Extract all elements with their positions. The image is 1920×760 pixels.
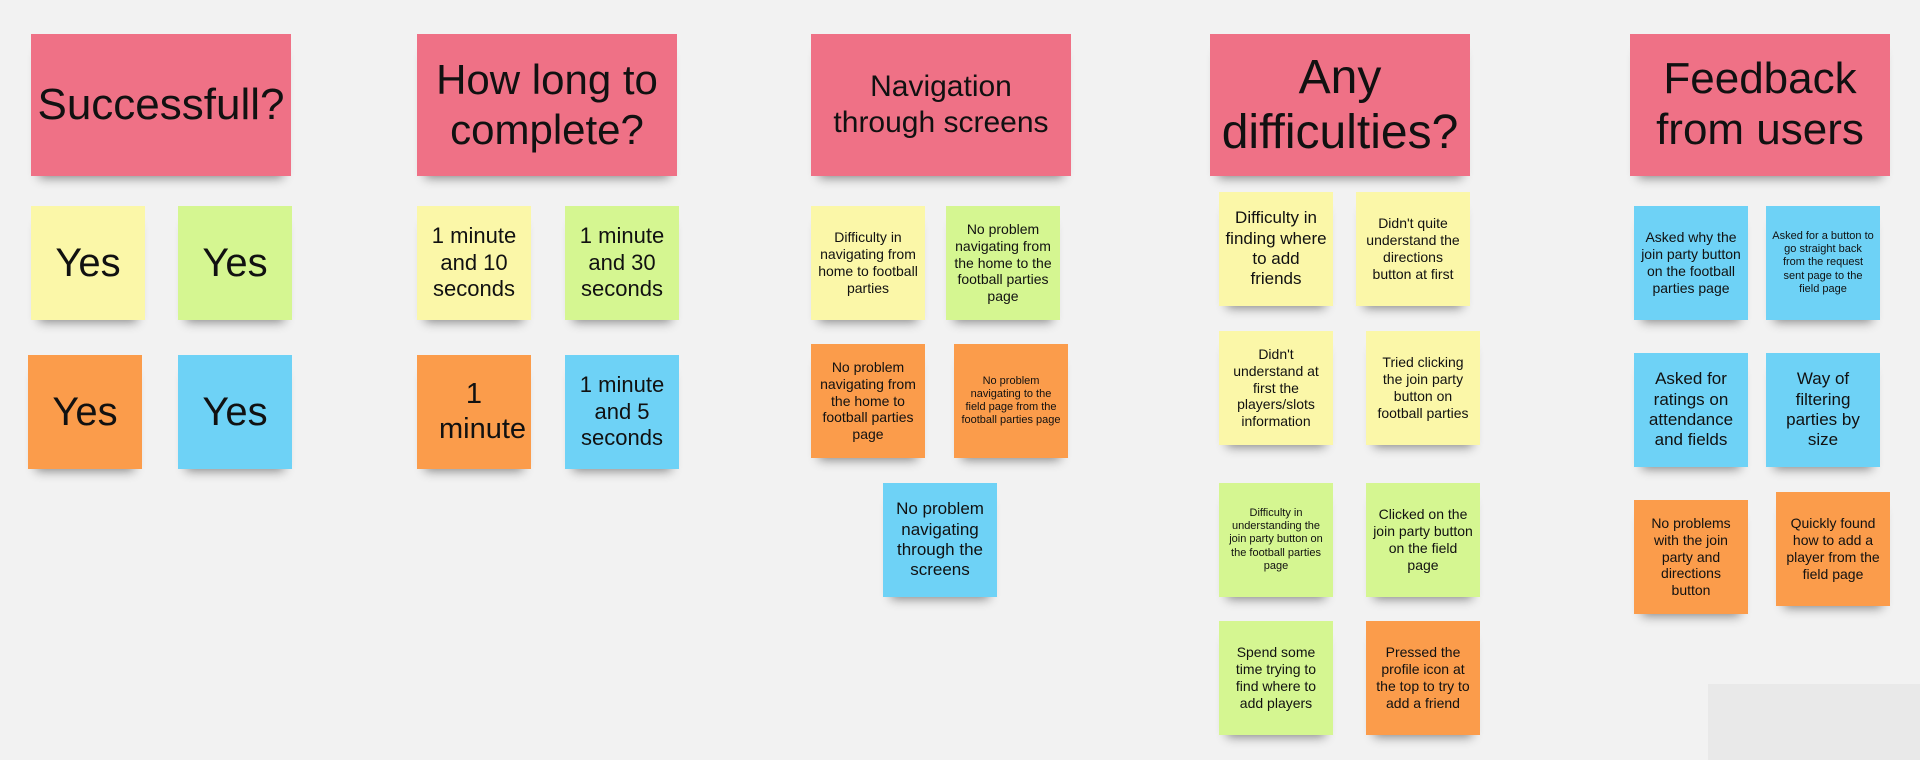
- header-feedback-text: Feedback from users: [1656, 54, 1864, 154]
- sticky-note-text: Asked for a button to go straight back f…: [1772, 230, 1874, 295]
- sticky-note[interactable]: Tried clicking the join party button on …: [1366, 331, 1480, 445]
- sticky-note-text: Asked for ratings on attendance and fiel…: [1648, 369, 1734, 450]
- sticky-note[interactable]: Yes: [178, 355, 292, 469]
- sticky-note-text: Didn't understand at first the players/s…: [1233, 346, 1319, 430]
- sticky-note-text: Spend some time trying to find where to …: [1235, 644, 1317, 711]
- sticky-note[interactable]: 1 minute: [417, 355, 531, 469]
- sticky-note-text: Yes: [202, 390, 268, 434]
- sticky-note[interactable]: No problem navigating from the home to f…: [811, 344, 925, 458]
- header-how-long[interactable]: How long to complete?: [417, 34, 677, 176]
- header-navigation-text: Navigation through screens: [833, 70, 1049, 139]
- sticky-note[interactable]: Quickly found how to add a player from t…: [1776, 492, 1890, 606]
- header-difficulties[interactable]: Any difficulties?: [1210, 34, 1470, 176]
- sticky-note[interactable]: Difficulty in understanding the join par…: [1219, 483, 1333, 597]
- sticky-note[interactable]: Asked for ratings on attendance and fiel…: [1634, 353, 1748, 467]
- sticky-note[interactable]: Asked why the join party button on the f…: [1634, 206, 1748, 320]
- sticky-note[interactable]: Spend some time trying to find where to …: [1219, 621, 1333, 735]
- sticky-note[interactable]: No problem navigating from the home to t…: [946, 206, 1060, 320]
- sticky-note[interactable]: Clicked on the join party button on the …: [1366, 483, 1480, 597]
- sticky-note-text: 1 minute: [439, 378, 527, 445]
- sticky-note[interactable]: 1 minute and 30 seconds: [565, 206, 679, 320]
- corner-panel: [1708, 684, 1920, 760]
- sticky-note-text: 1 minute and 5 seconds: [579, 372, 665, 451]
- sticky-note[interactable]: Pressed the profile icon at the top to t…: [1366, 621, 1480, 735]
- sticky-note-text: No problem navigating from the home to f…: [820, 359, 916, 443]
- sticky-note-text: Yes: [202, 241, 268, 285]
- sticky-note[interactable]: No problems with the join party and dire…: [1634, 500, 1748, 614]
- sticky-note[interactable]: Yes: [28, 355, 142, 469]
- header-successful-text: Successfull?: [37, 79, 285, 129]
- header-feedback[interactable]: Feedback from users: [1630, 34, 1890, 176]
- header-navigation[interactable]: Navigation through screens: [811, 34, 1071, 176]
- sticky-note-text: No problems with the join party and dire…: [1651, 515, 1731, 599]
- sticky-note-text: No problem navigating from the home to t…: [954, 221, 1052, 305]
- sticky-note-text: Quickly found how to add a player from t…: [1786, 515, 1880, 582]
- header-how-long-text: How long to complete?: [436, 55, 658, 153]
- sticky-note[interactable]: Difficulty in navigating from home to fo…: [811, 206, 925, 320]
- header-difficulties-text: Any difficulties?: [1221, 50, 1459, 159]
- sticky-note[interactable]: Yes: [178, 206, 292, 320]
- sticky-note[interactable]: 1 minute and 5 seconds: [565, 355, 679, 469]
- sticky-note[interactable]: Didn't understand at first the players/s…: [1219, 331, 1333, 445]
- sticky-note[interactable]: No problem navigating to the field page …: [954, 344, 1068, 458]
- header-successful[interactable]: Successfull?: [31, 34, 291, 176]
- sticky-note-text: No problem navigating to the field page …: [961, 374, 1061, 427]
- sticky-note[interactable]: 1 minute and 10 seconds: [417, 206, 531, 320]
- sticky-note-text: Clicked on the join party button on the …: [1373, 506, 1473, 573]
- sticky-note[interactable]: No problem navigating through the screen…: [883, 483, 997, 597]
- sticky-note-text: Pressed the profile icon at the top to t…: [1376, 644, 1470, 711]
- sticky-note-text: Asked why the join party button on the f…: [1641, 229, 1741, 296]
- sticky-note-text: Way of filtering parties by size: [1786, 369, 1860, 450]
- sticky-note[interactable]: Didn't quite understand the directions b…: [1356, 192, 1470, 306]
- sticky-note-text: Difficulty in finding where to add frien…: [1225, 208, 1327, 289]
- sticky-note-text: Yes: [55, 241, 121, 285]
- sticky-note-text: 1 minute and 30 seconds: [579, 223, 665, 302]
- sticky-note[interactable]: Way of filtering parties by size: [1766, 353, 1880, 467]
- sticky-note-text: 1 minute and 10 seconds: [431, 223, 517, 302]
- sticky-note-text: No problem navigating through the screen…: [896, 499, 984, 580]
- sticky-note-text: Tried clicking the join party button on …: [1377, 354, 1469, 421]
- sticky-note[interactable]: Difficulty in finding where to add frien…: [1219, 192, 1333, 306]
- sticky-note[interactable]: Asked for a button to go straight back f…: [1766, 206, 1880, 320]
- sticky-note-text: Difficulty in navigating from home to fo…: [818, 229, 918, 296]
- sticky-note-text: Yes: [52, 390, 118, 434]
- sticky-note-text: Difficulty in understanding the join par…: [1229, 507, 1323, 572]
- sticky-note[interactable]: Yes: [31, 206, 145, 320]
- sticky-note-text: Didn't quite understand the directions b…: [1366, 215, 1460, 282]
